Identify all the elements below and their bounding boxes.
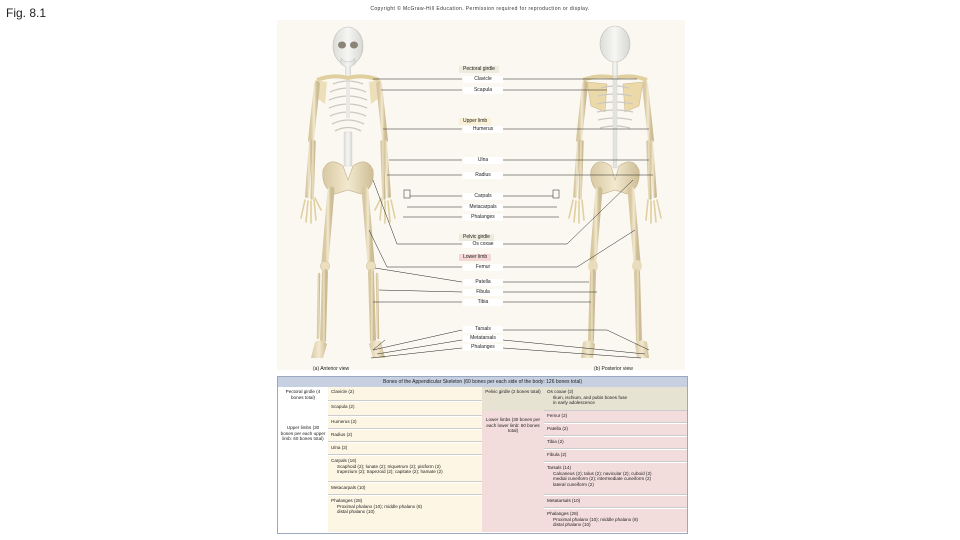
anterior-skeleton (300, 26, 396, 358)
row-phalanges-foot: Phalanges (28) Proximal phalanx (10); mi… (544, 509, 687, 532)
carpals-detail-2: trapezium (2); trapezoid (2); capitate (… (337, 469, 443, 474)
row-radius: Radius (2) (328, 430, 482, 442)
row-metacarpals: Metacarpals (10) (328, 483, 482, 495)
label-phalanges-foot: Phalanges (463, 344, 503, 351)
tarsals-detail-1: Calcaneus (2); talus (2); navicular (2);… (553, 470, 652, 476)
anterior-view-caption: (a) Anterior view (313, 366, 350, 372)
row-os-coxae: Os coxae (2) Ilium, ischium, and pubis b… (544, 387, 687, 411)
os-coxae-heading: Os coxae (2) (547, 389, 574, 394)
row-phalanges-hand: Phalanges (28) Proximal phalanx (10); mi… (328, 496, 482, 532)
group-lower-limbs: Lower limbs (30 bones per each lower lim… (482, 411, 544, 532)
carpals-detail-1: Scaphoid (2); lunate (2); triquetrum (2)… (337, 463, 441, 469)
group-pelvic-girdle: Pelvic girdle (2 bones total) (482, 387, 544, 411)
row-tarsals: Tarsals (14) Calcaneus (2); talus (2); n… (544, 463, 687, 495)
row-patella: Patella (2) (544, 424, 687, 436)
group-pectoral-girdle: Pectoral girdle (4 bones total) (278, 387, 328, 415)
label-tibia: Tibia (463, 299, 503, 306)
label-radius: Radius (463, 172, 503, 179)
label-clavicle: Clavicle (463, 76, 503, 83)
carpals-heading: Carpals (16) (331, 458, 357, 463)
label-femur: Femur (463, 264, 503, 271)
label-tarsals: Tarsals (463, 326, 503, 333)
row-ulna: Ulna (2) (328, 443, 482, 455)
label-metatarsals: Metatarsals (463, 335, 503, 342)
tarsals-detail-3: lateral cuneiform (2) (553, 481, 594, 487)
os-coxae-detail-2: in early adolescence (553, 400, 595, 405)
label-os-coxae: Os coxae (463, 241, 503, 248)
label-metacarpals: Metacarpals (463, 204, 503, 211)
row-femur: Femur (2) (544, 411, 687, 423)
label-ulna: Ulna (463, 157, 503, 164)
copyright-notice: Copyright © McGraw-Hill Education. Permi… (370, 6, 590, 12)
tarsals-heading: Tarsals (14) (547, 465, 571, 470)
posterior-view-caption: (b) Posterior view (594, 366, 633, 372)
table-title: Bones of the Appendicular Skeleton (60 b… (278, 377, 687, 387)
row-scapula: Scapula (2) (328, 402, 482, 416)
group-upper-limbs: Upper limbs (30 bones per each upper lim… (278, 417, 328, 532)
label-upper-limb: Upper limb (459, 118, 492, 125)
phalanges-hand-detail-1: Proximal phalanx (10); middle phalanx (8… (337, 503, 423, 509)
label-humerus: Humerus (463, 126, 503, 133)
row-fibula: Fibula (2) (544, 450, 687, 462)
phalanges-foot-heading: Phalanges (28) (547, 511, 579, 516)
label-carpals: Carpals (463, 193, 503, 200)
figure-label: Fig. 8.1 (6, 6, 47, 20)
phalanges-hand-heading: Phalanges (28) (331, 498, 363, 503)
label-pectoral-girdle: Pectoral girdle (459, 66, 499, 73)
appendicular-bones-table: Bones of the Appendicular Skeleton (60 b… (277, 376, 688, 534)
leader-lines (368, 78, 653, 359)
phalanges-foot-detail-1: Proximal phalanx (10); middle phalanx (8… (553, 516, 639, 522)
phalanges-hand-detail-2: distal phalanx (10) (337, 509, 375, 514)
row-carpals: Carpals (16) Scaphoid (2); lunate (2); t… (328, 456, 482, 482)
row-tibia: Tibia (2) (544, 437, 687, 449)
posterior-skeleton (568, 25, 662, 358)
row-humerus: Humerus (2) (328, 417, 482, 429)
row-clavicle: Clavicle (2) (328, 387, 482, 401)
row-metatarsals: Metatarsals (10) (544, 496, 687, 508)
phalanges-foot-detail-2: distal phalanx (10) (553, 522, 591, 527)
label-patella: Patella (463, 279, 503, 286)
tarsals-detail-2: medial cuneiform (2); intermediate cunei… (553, 476, 652, 481)
os-coxae-detail-1: Ilium, ischium, and pubis bones fuse (553, 394, 628, 400)
label-phalanges-hand: Phalanges (463, 214, 503, 221)
label-pelvic-girdle: Pelvic girdle (459, 234, 494, 241)
label-lower-limb: Lower limb (459, 254, 492, 261)
label-fibula: Fibula (463, 289, 503, 296)
skeleton-illustration (300, 25, 662, 359)
label-scapula: Scapula (463, 87, 503, 94)
